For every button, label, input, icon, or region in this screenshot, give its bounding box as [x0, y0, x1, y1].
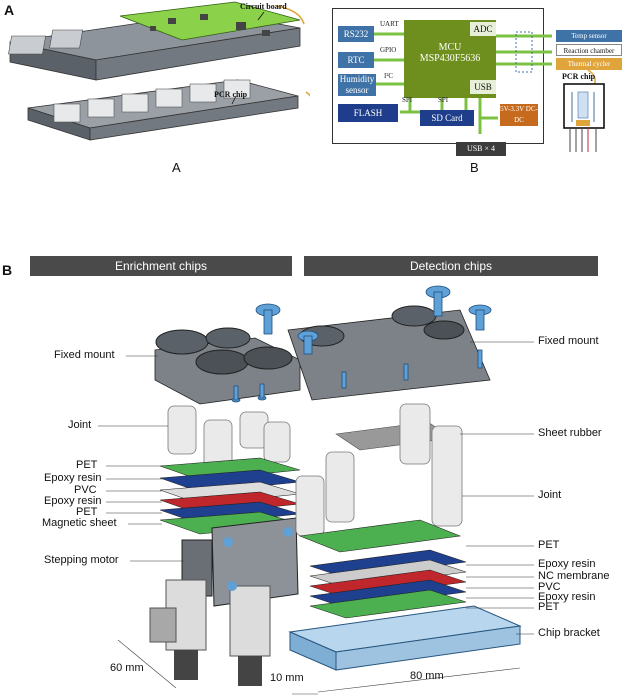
left-joints [167, 405, 291, 473]
label-right-epoxy2: Epoxy resin [538, 591, 596, 603]
label-left-epoxy1: Epoxy resin [44, 472, 102, 484]
device-exploded-illustration [8, 1, 310, 141]
block-humidity-sensor: Humidity sensor [338, 74, 376, 96]
block-temp-sensor: Temp sensor [556, 30, 622, 42]
block-usb: USB [470, 80, 496, 94]
dimension-lines [117, 639, 521, 695]
block-flash: FLASH [338, 104, 398, 122]
bus-label-i2c: I²C [384, 72, 394, 80]
leader-lines [98, 341, 534, 635]
mcu-line1: MCU [438, 42, 462, 53]
dimension-60mm: 60 mm [110, 662, 144, 674]
dimension-80mm: 80 mm [410, 670, 444, 682]
header-enrichment-chips: Enrichment chips [30, 256, 292, 276]
caption-a: A [172, 160, 181, 175]
label-left-pet2: PET [76, 506, 98, 518]
left-layers [159, 457, 301, 535]
chip-bracket [288, 605, 522, 671]
header-detection-chips: Detection chips [304, 256, 598, 276]
block-rtc: RTC [338, 52, 374, 68]
label-left-fixed-mount: Fixed mount [54, 349, 115, 361]
bus-label-spi-left: SPI [402, 96, 413, 104]
label-right-pet2: PET [538, 601, 560, 613]
label-right-pet1: PET [538, 539, 560, 551]
label-circuit-board: Circuit board [240, 2, 287, 11]
mcu-line2: MSP430F5636 [419, 53, 481, 64]
label-right-sheet-rubber: Sheet rubber [538, 427, 602, 439]
block-diagram-arrows [374, 31, 596, 134]
dimension-10mm: 10 mm [270, 672, 304, 684]
bus-label-gpio: GPIO [380, 46, 397, 54]
panel-letter-a: A [4, 2, 15, 18]
board-components [150, 14, 270, 36]
label-right-fixed-mount: Fixed mount [538, 335, 599, 347]
block-adc: ADC [470, 22, 496, 36]
right-screws [297, 285, 492, 389]
exploded-view-illustration [98, 285, 534, 695]
right-joints [295, 403, 463, 537]
label-right-joint: Joint [538, 489, 562, 501]
panel-letter-b: B [2, 262, 13, 278]
block-diagram-frame [332, 8, 544, 144]
bus-label-spi-right: SPI [438, 96, 449, 104]
label-left-pet1: PET [76, 459, 98, 471]
block-reaction-chamber: Reaction chamber [556, 44, 622, 56]
left-motor-assembly [149, 517, 299, 686]
label-left-joint: Joint [68, 419, 92, 431]
left-screws [231, 303, 281, 403]
label-pcr-chip: PCR chip [214, 90, 248, 99]
label-right-chip-bracket: Chip bracket [538, 627, 600, 639]
label-left-pvc: PVC [74, 484, 97, 496]
right-layers [298, 519, 467, 619]
bus-label-uart: UART [380, 20, 399, 28]
block-thermal-cycler: Thermal cycler [556, 58, 622, 70]
circuit-board [119, 1, 301, 41]
caption-b: B [470, 160, 479, 175]
label-right-epoxy1: Epoxy resin [538, 558, 596, 570]
pcr-chip-icon [563, 83, 605, 152]
label-left-stepping-motor: Stepping motor [44, 554, 119, 566]
right-fixed-mount [287, 305, 491, 401]
block-rs232: RS232 [338, 26, 374, 42]
left-fixed-mount [154, 327, 301, 405]
label-right-pvc: PVC [538, 581, 561, 593]
label-pcr-chip-b: PCR chip [562, 72, 596, 81]
label-left-epoxy2: Epoxy resin [44, 495, 102, 507]
label-left-magnetic-sheet: Magnetic sheet [42, 517, 117, 529]
pcr-chips [53, 79, 251, 123]
block-sd-card: SD Card [420, 110, 474, 126]
block-usb-x4: USB × 4 [456, 142, 506, 156]
block-dcdc: 5V-3.3V DC-DC [500, 104, 538, 126]
label-right-nc-membrane: NC membrane [538, 570, 610, 582]
